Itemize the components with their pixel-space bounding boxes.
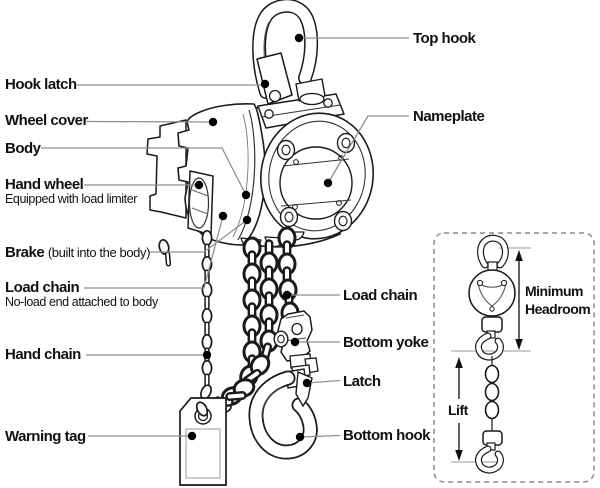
label-load-chain-left-note: No-load end attached to body [5, 295, 158, 309]
label-bottom-yoke: Bottom yoke [343, 334, 429, 351]
dot-hand-chain [202, 350, 212, 360]
callout-dots [187, 33, 333, 442]
label-hand-wheel-note: Equipped with load limiter [5, 192, 138, 206]
label-body: Body [5, 140, 41, 157]
min-headroom-arrow [515, 250, 523, 350]
dot-load-chain-right [282, 290, 292, 300]
inset-diagram [433, 232, 595, 483]
dot-bottom-yoke [290, 337, 300, 347]
inset-mid-hook [475, 330, 504, 361]
inset-box [433, 232, 595, 483]
label-load-chain-right: Load chain [343, 287, 418, 304]
label-warning-tag: Warning tag [5, 428, 86, 445]
dot-hook-latch [260, 79, 270, 89]
hook-latch-drawing [256, 52, 293, 105]
bolt-lugs [276, 132, 356, 232]
dot-nameplate [323, 178, 333, 188]
label-brake: Brake (built into the body) [5, 245, 150, 260]
label-wheel-cover: Wheel cover [5, 112, 88, 129]
dot-wheel-cover [208, 117, 218, 127]
label-nameplate: Nameplate [413, 108, 485, 125]
label-lift: Lift [448, 402, 468, 418]
dot-load-chain-left [218, 211, 228, 221]
dot-top-hook [294, 33, 304, 43]
lift-arrow [455, 357, 463, 461]
label-hand-chain: Hand chain [5, 346, 81, 363]
label-hook-latch: Hook latch [5, 76, 77, 93]
inset-bottom-hook [475, 442, 504, 474]
label-brake-note: (built into the body) [47, 245, 151, 260]
dot-body [241, 190, 251, 200]
dot-warning-tag [187, 431, 197, 441]
label-latch: Latch [343, 373, 381, 390]
label-bottom-hook: Bottom hook [343, 427, 430, 444]
side-plate [146, 119, 187, 219]
leader-lines [41, 37, 409, 438]
dot-bottom-hook [295, 432, 305, 442]
label-minimum-headroom-line2: Headroom [525, 301, 591, 317]
dot-latch [302, 378, 312, 388]
hand-chain-drawing [157, 229, 234, 416]
hook-collar [295, 78, 326, 106]
hand-wheel-drawing [187, 170, 214, 236]
hoist-body-drawing [146, 0, 375, 249]
dot-hand-wheel [194, 180, 204, 190]
inset-lift-chain [482, 356, 503, 446]
dot-brake [242, 215, 252, 225]
label-load-chain-left: Load chain [5, 279, 80, 296]
label-top-hook: Top hook [413, 30, 476, 47]
label-minimum-headroom-line1: Minimum [525, 283, 583, 299]
bottom-hook-drawing [248, 368, 318, 460]
label-brake-bold: Brake [5, 244, 45, 261]
gear-cover-drawing [259, 112, 375, 240]
label-hand-wheel: Hand wheel [5, 176, 84, 193]
warning-tag-drawing [179, 397, 227, 486]
